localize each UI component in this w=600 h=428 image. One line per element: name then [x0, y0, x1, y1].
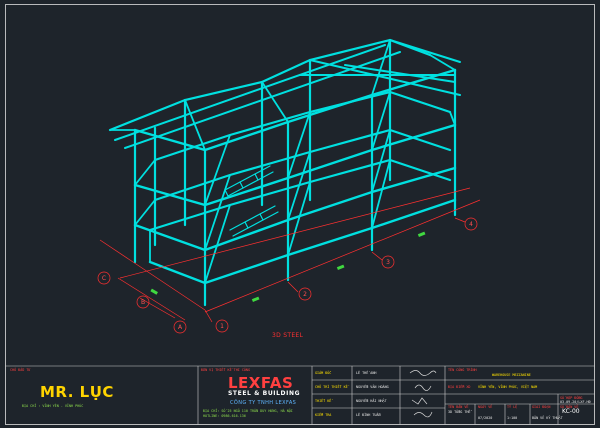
company-logo: LEXFAS — [228, 374, 294, 392]
contractor-label: ĐƠN VỊ THIẾT KẾ THI CÔNG — [201, 368, 250, 372]
axis-label-a: A — [178, 324, 183, 331]
project-label: TÊN CÔNG TRÌNH — [448, 368, 477, 372]
company-address-2: HOTLINE: 0986.616.136 — [203, 414, 246, 418]
role-lead-designer-name: NGUYỄN VĂN HOÀNG — [356, 385, 389, 389]
staircase — [224, 165, 279, 237]
company-name: CÔNG TY TNHH LEXFAS — [230, 400, 297, 406]
axis-label-2: 2 — [303, 291, 307, 298]
axis-bubble-3 — [381, 255, 395, 269]
project-name: WAREHOUSE MEZZANINE — [492, 373, 531, 377]
role-director: GIÁM ĐỐC — [315, 371, 332, 375]
role-designer: THIẾT KẾ — [315, 399, 332, 403]
sheet-border — [5, 4, 595, 425]
axis-bubble-1 — [215, 319, 229, 333]
sheet-number: KC-00 — [562, 408, 580, 415]
date-value: 07/2020 — [478, 416, 493, 420]
client-name: MR. LỤC — [40, 383, 114, 401]
axis-bubble-c — [97, 271, 111, 285]
date-label: NGÀY VẼ — [478, 405, 493, 409]
doc-no-label: SỐ HỢP ĐỒNG — [560, 396, 583, 400]
signatures — [409, 370, 437, 418]
cross-beams — [109, 39, 456, 284]
role-checker-name: LÊ ĐÌNH TUẤN — [356, 413, 381, 417]
grid-axes — [97, 187, 481, 334]
drawing-value: 3D TỔNG THỂ — [448, 410, 471, 414]
role-lead-designer: CHỦ TRÌ THIẾT KẾ — [315, 385, 348, 389]
title-block-frame — [5, 365, 595, 425]
sheet-label: SỐ BẢN VẼ — [560, 405, 579, 409]
scale-value: 1:100 — [507, 416, 518, 420]
columns — [133, 38, 457, 307]
roof-purlins — [114, 39, 461, 149]
steel-frame-3d[interactable] — [108, 38, 461, 307]
axis-label-b: B — [141, 299, 145, 306]
client-label: CHỦ ĐẦU TƯ — [10, 368, 31, 372]
client-address: ĐỊA CHỈ : VĨNH YÊN - VĨNH PHÚC — [22, 404, 84, 408]
view-label: 3D STEEL — [272, 332, 304, 339]
axis-label-4: 4 — [469, 221, 473, 228]
axis-label-c: C — [102, 275, 106, 282]
axis-bubble-b — [136, 295, 150, 309]
axis-bubble-a — [173, 320, 187, 334]
phase-value: BẢN VẼ KỸ THUẬT — [532, 416, 563, 420]
role-director-name: LÊ THẾ ANH — [356, 371, 377, 375]
location-value: VĨNH YÊN, VĨNH PHÚC, VIỆT NAM — [478, 385, 538, 389]
scale-label: TỶ LỆ — [507, 405, 518, 409]
phase-label: GIAI ĐOẠN — [532, 405, 551, 409]
axis-bubble-2 — [298, 287, 312, 301]
axis-label-3: 3 — [386, 259, 390, 266]
location-label: ĐỊA ĐIỂM XD — [448, 385, 471, 389]
dimension-tags — [150, 231, 426, 302]
axis-label-1: 1 — [220, 323, 224, 330]
axis-bubble-4 — [464, 217, 478, 231]
role-designer-name: NGUYỄN HẢI NHẬT — [356, 399, 387, 403]
doc-no-value: 03.09.20/LXF-HĐ — [560, 400, 591, 404]
company-address-1: ĐỊA CHỈ: SỐ 25 NGÕ 110 TRẦN DUY HƯNG, HÀ… — [203, 409, 293, 413]
role-checker: KIỂM TRA — [315, 413, 332, 417]
axis-labels: 1 2 3 4 A B C — [102, 221, 473, 331]
drawing-label: TÊN BẢN VẼ — [448, 405, 469, 409]
company-logo-subtitle: STEEL & BUILDING — [228, 390, 301, 397]
